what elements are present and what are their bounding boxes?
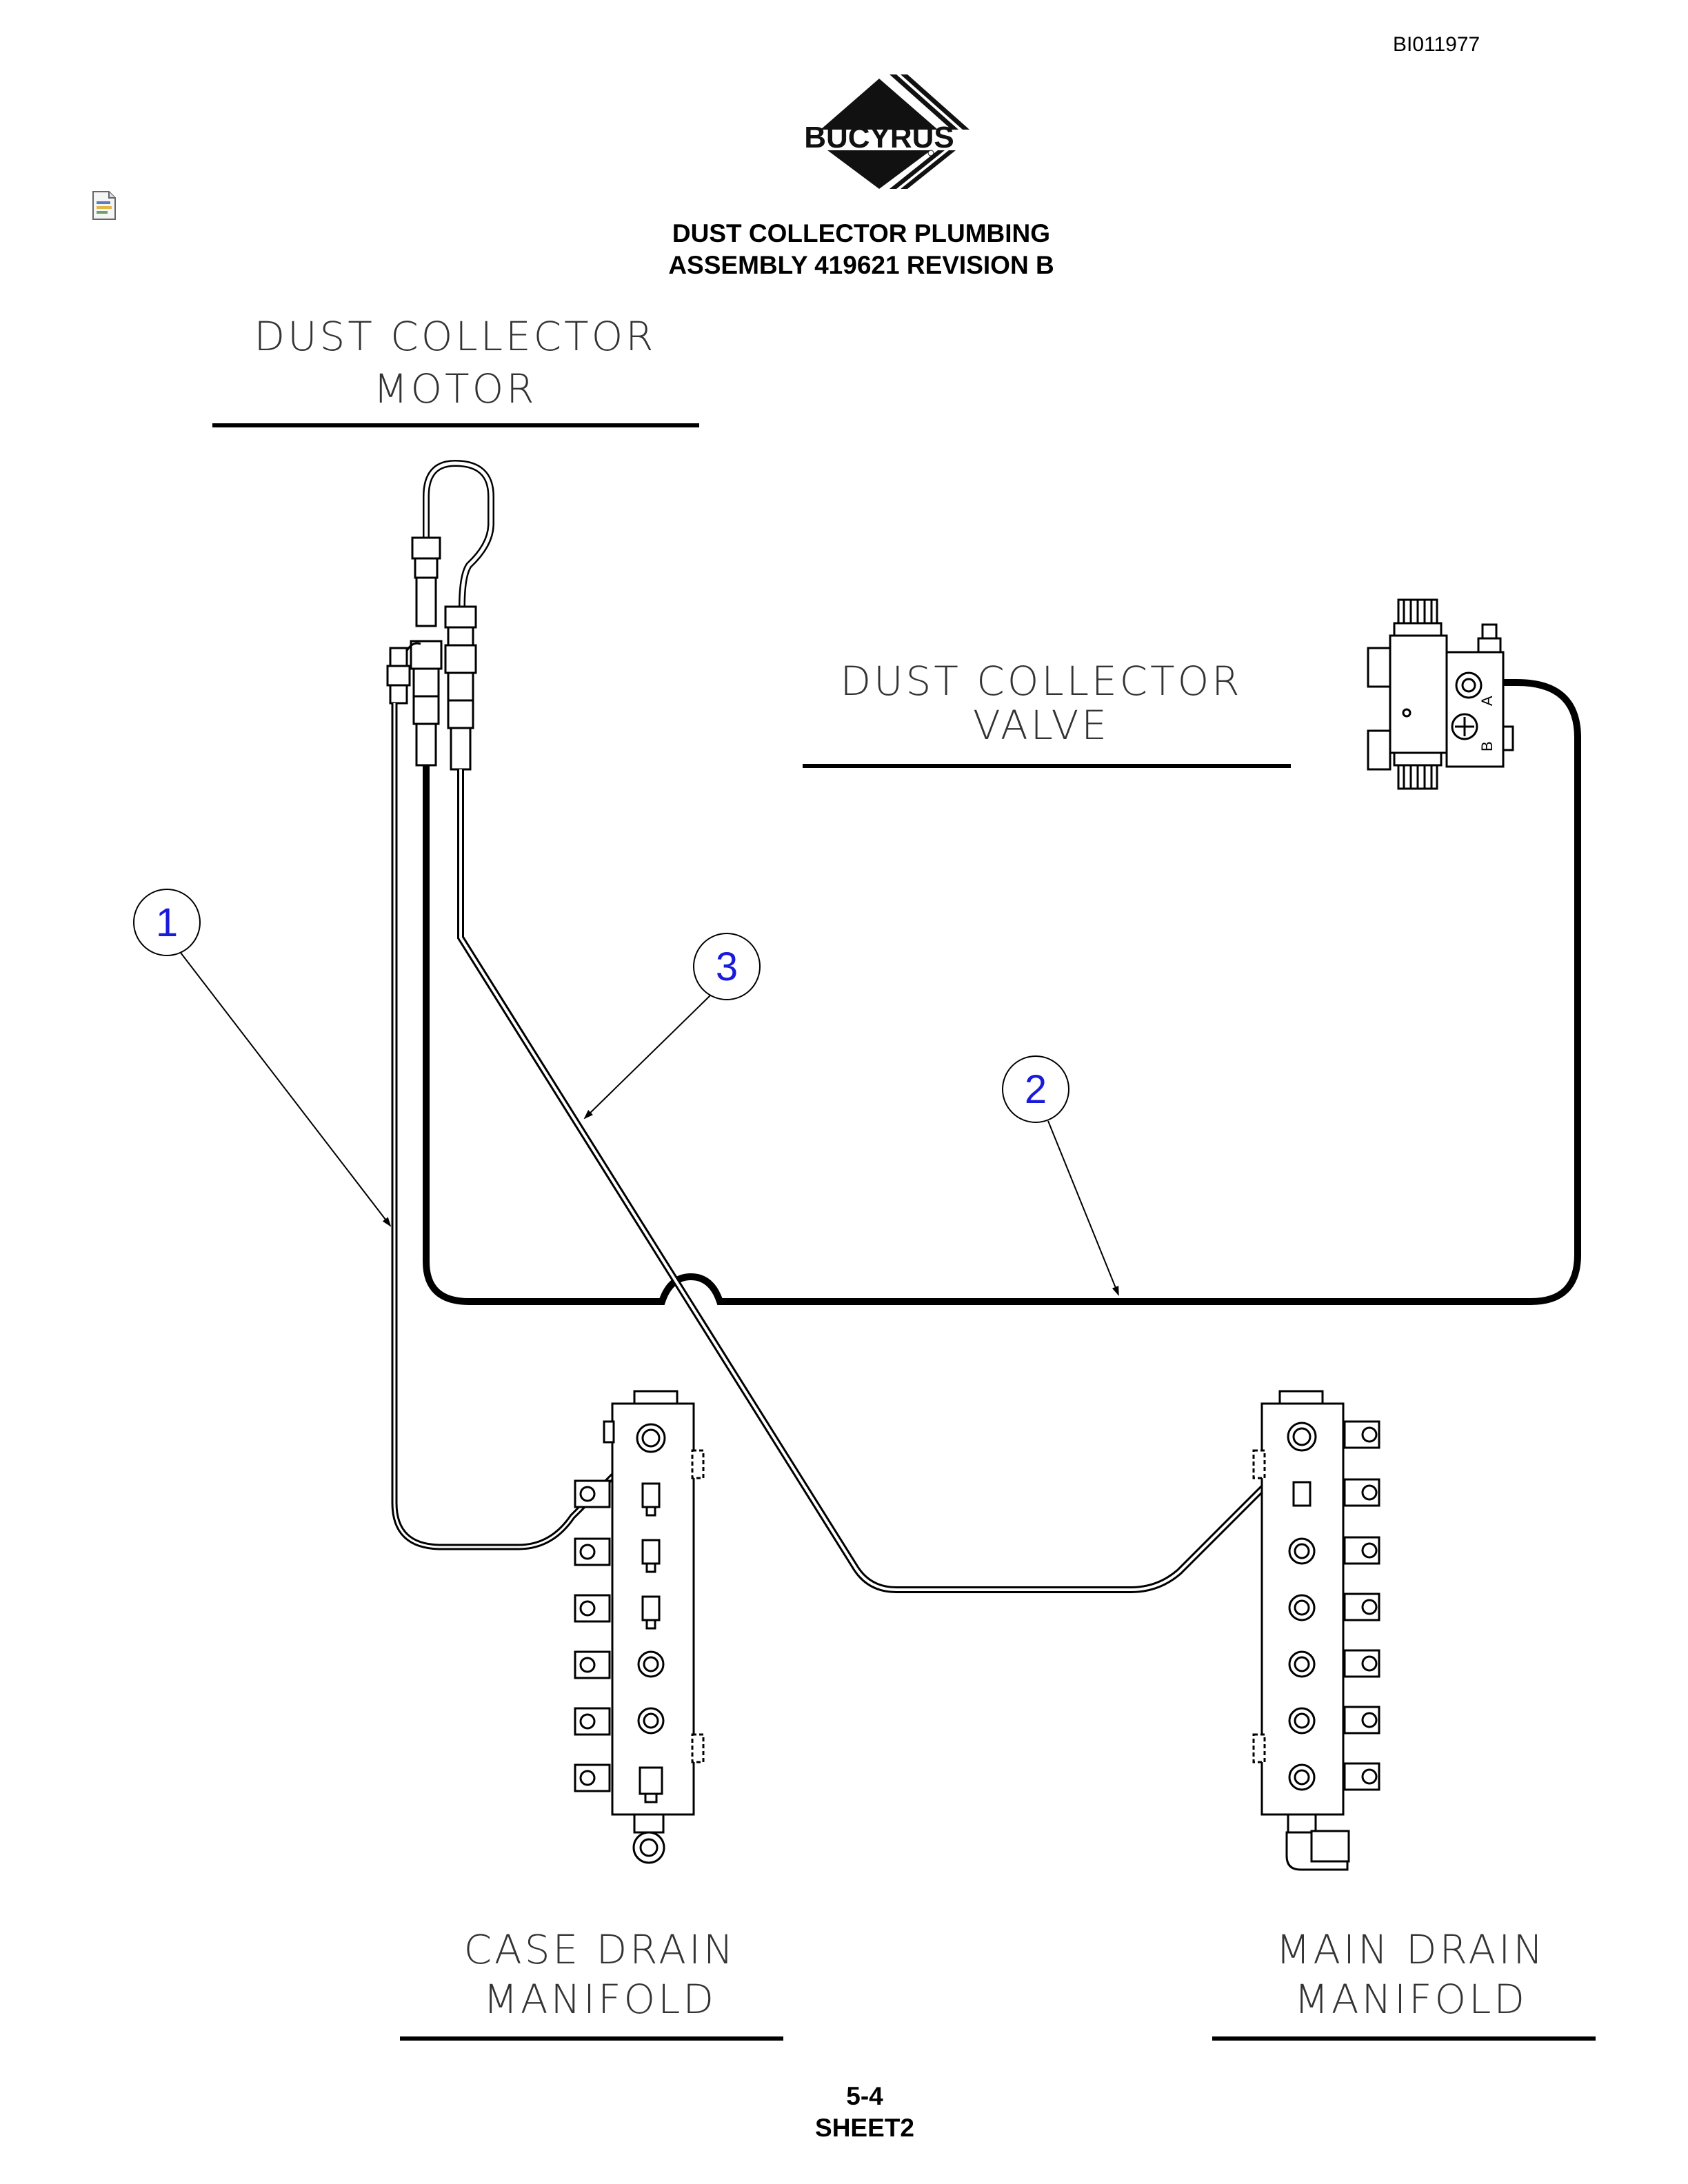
- motor-label-underline: [212, 423, 699, 427]
- valve-label: DUST COLLECTOR VALVE: [793, 659, 1289, 747]
- motor-fitting-left: [410, 640, 443, 670]
- main-drain-label: MAIN DRAIN MANIFOLD: [1211, 1925, 1611, 2024]
- main-drain-fittings: [1287, 1422, 1317, 1791]
- hose-line-1: [391, 703, 644, 1550]
- motor-label-line2: MOTOR: [373, 365, 537, 412]
- title-line-2: ASSEMBLY 419621 REVISION B: [668, 251, 1054, 279]
- main-drain-label-underline: [1212, 2036, 1596, 2041]
- motor-label-line1: DUST COLLECTOR: [254, 313, 656, 360]
- valve-label-underline: [803, 764, 1291, 768]
- main-drain-right-ports: [1343, 1420, 1380, 1791]
- title-line-1: DUST COLLECTOR PLUMBING: [672, 219, 1051, 247]
- main-drain-label-line2: MANIFOLD: [1294, 1976, 1528, 2023]
- motor-fitting-right: [444, 644, 477, 674]
- document-id: BI011977: [1393, 33, 1480, 56]
- main-drain-manifold: [1252, 1390, 1380, 1871]
- logo-text: BUCYRUS: [804, 121, 954, 154]
- motor-label: DUST COLLECTOR MOTOR: [214, 310, 696, 415]
- valve-label-line1: DUST COLLECTOR: [840, 658, 1243, 705]
- case-drain-manifold: [574, 1390, 705, 1864]
- hose-line-3: [457, 769, 1299, 1593]
- case-drain-fittings: [636, 1423, 666, 1803]
- drawing-title: DUST COLLECTOR PLUMBING ASSEMBLY 419621 …: [568, 218, 1154, 281]
- file-icon[interactable]: [91, 190, 117, 221]
- page-footer: 5-4 SHEET2: [741, 2081, 989, 2144]
- case-drain-label-line1: CASE DRAIN: [463, 1926, 736, 1973]
- callout-1-number: 1: [156, 900, 178, 945]
- case-drain-label-underline: [400, 2036, 783, 2041]
- case-drain-left-ports: [574, 1479, 611, 1792]
- page-number: 5-4: [846, 2082, 883, 2110]
- hose-line-2: [423, 679, 1581, 1305]
- callout-3-number: 3: [716, 944, 738, 989]
- valve-port-a-label: A: [1478, 696, 1496, 706]
- callout-2-number: 2: [1025, 1067, 1047, 1112]
- callout-2: 2: [1002, 1055, 1119, 1296]
- dust-collector-valve: [1367, 598, 1514, 790]
- motor-fitting-upper: [411, 536, 441, 560]
- valve-port-b-label: B: [1478, 741, 1496, 751]
- callout-1: 1: [133, 889, 392, 1227]
- motor-fitting-side: [389, 647, 408, 667]
- case-drain-label-line2: MANIFOLD: [483, 1976, 717, 2023]
- main-drain-label-line1: MAIN DRAIN: [1276, 1926, 1546, 1973]
- sheet-number: SHEET2: [815, 2114, 914, 2142]
- bucyrus-logo: BUCYRUS: [793, 74, 969, 189]
- callout-3: 3: [583, 933, 761, 1120]
- case-drain-label: CASE DRAIN MANIFOLD: [400, 1925, 800, 2024]
- valve-label-line2: VALVE: [973, 702, 1109, 749]
- motor-assembly: [386, 459, 494, 771]
